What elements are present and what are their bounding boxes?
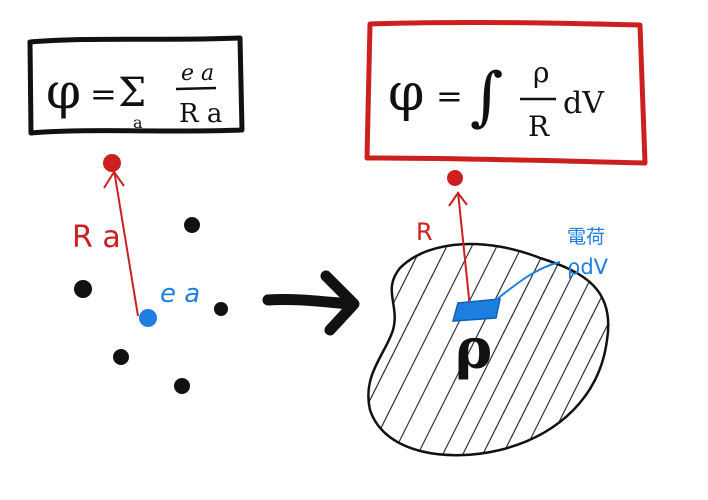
- body-density-label: ρ: [455, 316, 492, 382]
- right-differential: dV: [563, 86, 605, 121]
- annotation-kanji: 電荷: [567, 226, 605, 248]
- left-vector-label: R a: [72, 220, 121, 255]
- charge-dot-2: [74, 280, 92, 298]
- body-hatching: [330, 220, 680, 500]
- left-sum: Σ: [118, 70, 146, 116]
- left-fraction-bar: [176, 88, 216, 89]
- highlighted-charge: [139, 309, 157, 327]
- right-observation-point: [447, 170, 463, 186]
- right-denominator: R: [528, 110, 550, 143]
- annotation-expr: ρdV: [567, 255, 609, 279]
- left-charge-label: e a: [160, 279, 200, 309]
- right-diagram: R 電荷 ρdV ρ: [330, 170, 680, 500]
- right-equals: =: [436, 77, 463, 115]
- transition-arrow: [268, 276, 354, 330]
- left-numerator: e a: [181, 61, 214, 86]
- left-observation-point: [103, 154, 121, 172]
- charge-dot-3: [214, 302, 228, 316]
- left-diagram: R a e a: [72, 154, 228, 394]
- left-sum-index: a: [133, 113, 143, 132]
- left-denominator: R a: [179, 99, 222, 129]
- charge-dot-1: [184, 217, 200, 233]
- left-formula: φ = Σ a e a R a: [30, 38, 242, 133]
- left-equals: =: [90, 75, 117, 113]
- arrow-shaft: [268, 299, 350, 304]
- right-vector-line: [458, 192, 470, 308]
- charge-dot-5: [174, 378, 190, 394]
- right-formula: φ = ∫ ρ R dV: [367, 22, 645, 163]
- right-vector-label: R: [416, 218, 433, 246]
- right-phi: φ: [388, 63, 424, 123]
- right-integral: ∫: [470, 60, 503, 134]
- charge-dot-4: [113, 349, 129, 365]
- annotation-leader: [492, 262, 560, 303]
- right-numerator: ρ: [533, 56, 549, 89]
- left-phi: φ: [46, 62, 81, 120]
